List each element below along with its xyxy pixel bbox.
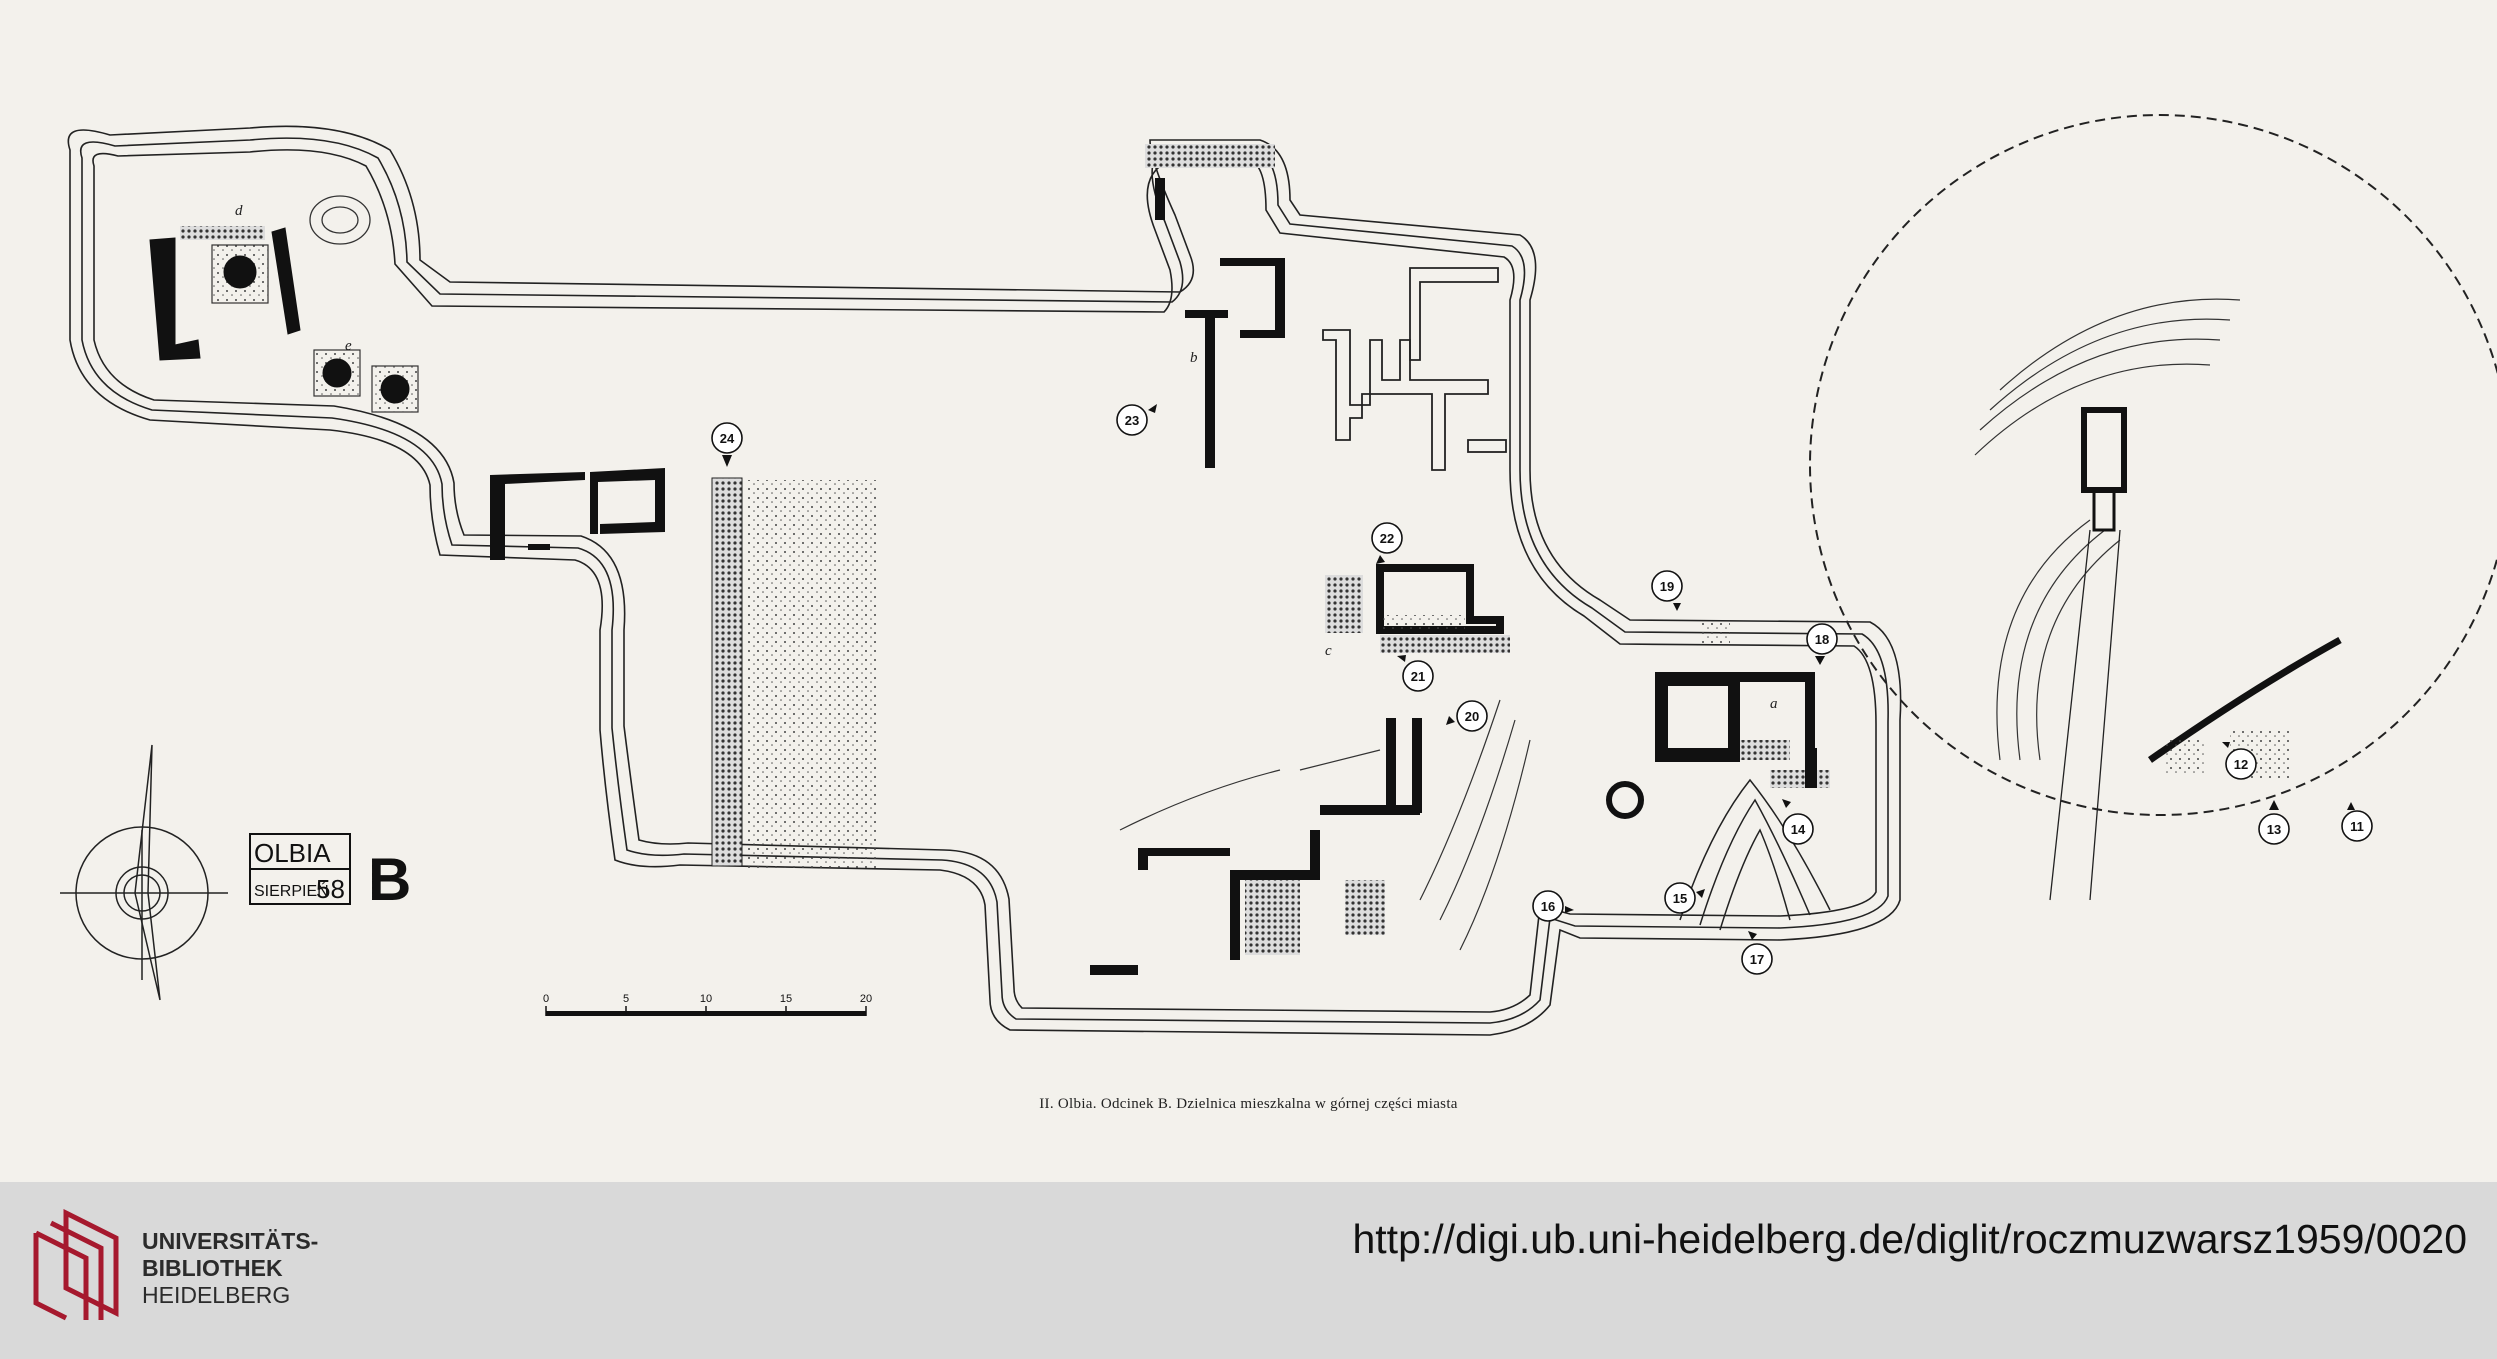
scale-tick-20: 20 (860, 993, 872, 1005)
svg-text:11: 11 (2350, 819, 2364, 834)
room-label-e: e (345, 338, 352, 354)
structure-lower-middle (1090, 718, 1422, 975)
marker-12: 12 (2222, 742, 2257, 780)
marker-23: 23 (1116, 404, 1157, 436)
round-structure (1809, 114, 2497, 901)
room-label-c: c (1325, 643, 1332, 659)
marker-14: 14 (1782, 799, 1814, 845)
svg-text:21: 21 (1411, 669, 1425, 684)
structure-b (1145, 144, 1285, 468)
library-logo-icon[interactable] (26, 1208, 126, 1323)
sector-label: B (368, 846, 411, 913)
trench-outline (67, 125, 1902, 1036)
scale-tick-10: 10 (700, 993, 712, 1005)
marker-21: 21 (1397, 655, 1434, 692)
scale-tick-15: 15 (780, 993, 792, 1005)
svg-text:20: 20 (1465, 709, 1479, 724)
date-label: SIERPIEŃ (254, 881, 329, 900)
library-name[interactable]: UNIVERSITÄTS- BIBLIOTHEK HEIDELBERG (142, 1228, 318, 1309)
library-name-line2: BIBLIOTHEK (142, 1255, 283, 1281)
marker-24: 24 (711, 422, 743, 467)
room-label-a: a (1770, 696, 1778, 712)
svg-text:12: 12 (2234, 757, 2248, 772)
marker-19: 19 (1651, 570, 1683, 611)
scale-bar: 0 5 10 15 20 (543, 993, 872, 1016)
site-label-box: OLBIA SIERPIEŃ 58 B (249, 833, 411, 913)
svg-text:18: 18 (1815, 632, 1829, 647)
scale-tick-0: 0 (543, 993, 549, 1005)
svg-text:23: 23 (1125, 413, 1139, 428)
marker-22: 22 (1371, 522, 1403, 564)
marker-11: 11 (2341, 802, 2373, 842)
room-label-d: d (235, 203, 243, 219)
marker-15: 15 (1664, 882, 1705, 914)
svg-text:17: 17 (1750, 952, 1764, 967)
structure-c (1325, 564, 1510, 653)
slope-lines (1119, 699, 1531, 951)
svg-text:24: 24 (720, 431, 735, 446)
structure-outline-rooms (1322, 267, 1507, 471)
figure-caption: II. Olbia. Odcinek B. Dzielnica mieszkal… (1039, 1096, 1458, 1112)
svg-text:15: 15 (1673, 891, 1687, 906)
structure-a (1606, 620, 1831, 931)
marker-20: 20 (1446, 700, 1488, 732)
structure-middle-left (490, 468, 878, 870)
scale-tick-5: 5 (623, 993, 629, 1005)
marker-13: 13 (2258, 800, 2290, 845)
svg-text:13: 13 (2267, 822, 2281, 837)
structure-d (149, 195, 419, 413)
library-name-line3: HEIDELBERG (142, 1282, 291, 1308)
marker-18: 18 (1806, 623, 1838, 665)
map-plate: d e b c a 11 12 13 14 15 16 17 18 19 20 … (60, 114, 2497, 1112)
marker-16: 16 (1532, 890, 1574, 922)
year-label: 58 (316, 874, 345, 904)
svg-text:22: 22 (1380, 531, 1394, 546)
svg-text:14: 14 (1791, 822, 1806, 837)
excavation-plan: d e b c a 11 12 13 14 15 16 17 18 19 20 … (60, 114, 2497, 1036)
room-label-b: b (1190, 350, 1198, 366)
compass-icon (60, 744, 228, 1001)
svg-text:19: 19 (1660, 579, 1674, 594)
library-name-line1: UNIVERSITÄTS- (142, 1228, 319, 1254)
site-label: OLBIA (254, 838, 331, 868)
marker-17: 17 (1741, 931, 1773, 975)
permalink-url[interactable]: http://digi.ub.uni-heidelberg.de/diglit/… (1352, 1216, 2467, 1262)
footer-bar: UNIVERSITÄTS- BIBLIOTHEK HEIDELBERG http… (0, 1182, 2497, 1359)
svg-text:16: 16 (1541, 899, 1555, 914)
